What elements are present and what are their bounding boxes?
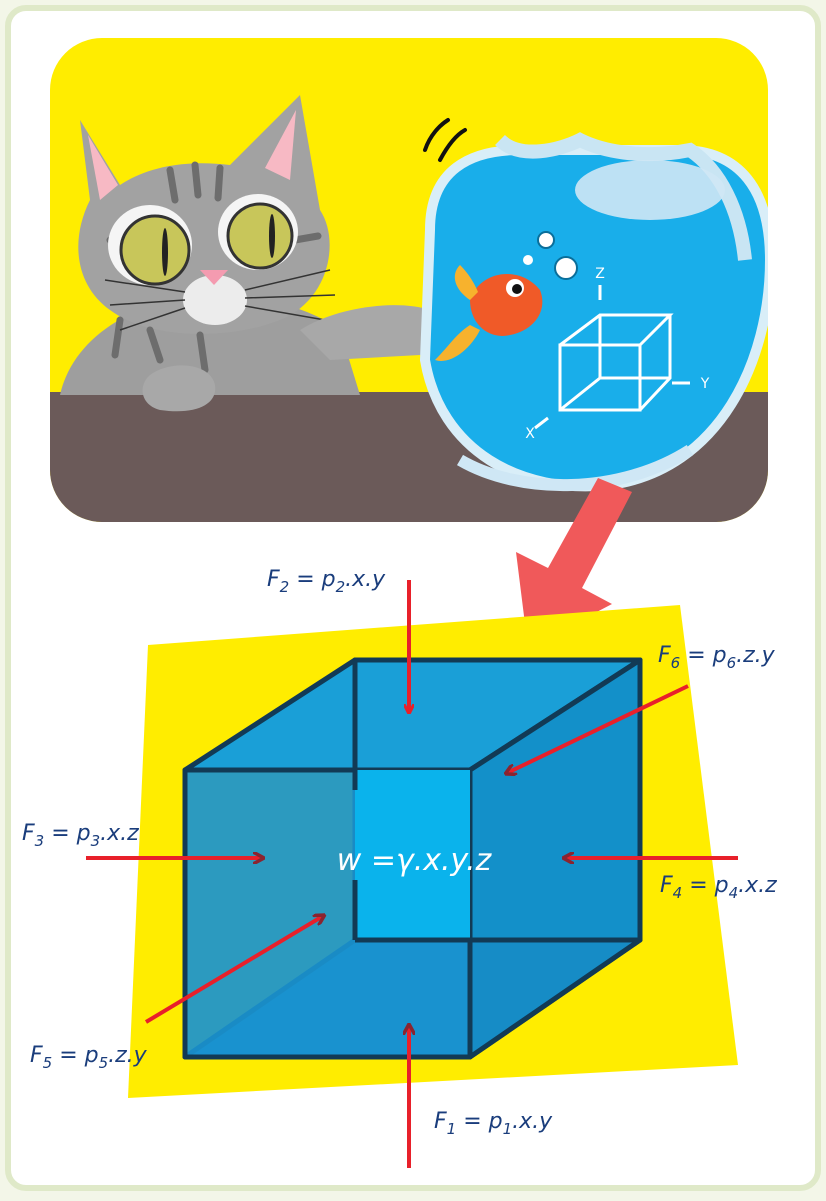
cube-hidden-edges <box>352 660 470 943</box>
bowl-axis-x: X <box>525 426 535 442</box>
weight-label: w =γ.x.y.z <box>337 843 493 878</box>
force-arrow-f5 <box>144 916 323 1024</box>
cube-inner-core <box>355 770 470 940</box>
force-label-f4: F4 = p4.x.z <box>660 873 777 902</box>
scene-illustration: Z Y X <box>50 38 768 522</box>
bowl-axis-y: Y <box>700 376 710 392</box>
goldfish <box>435 265 543 361</box>
force-label-f1: F1 = p1.x.y <box>434 1109 553 1138</box>
force-label-f5: F5 = p5.z.y <box>30 1043 148 1072</box>
bowl-wireframe-cube <box>534 285 690 430</box>
bowl-axis-z: Z <box>595 266 605 282</box>
transition-arrow <box>516 478 632 648</box>
force-arrow-f6 <box>507 684 689 773</box>
force-label-f3: F3 = p3.x.z <box>22 821 139 850</box>
cat <box>60 95 443 412</box>
pressure-cube <box>182 657 643 1060</box>
force-label-f2: F2 = p2.x.y <box>267 567 386 596</box>
force-arrows <box>86 580 738 1168</box>
force-label-f6: F6 = p6.z.y <box>658 643 776 672</box>
